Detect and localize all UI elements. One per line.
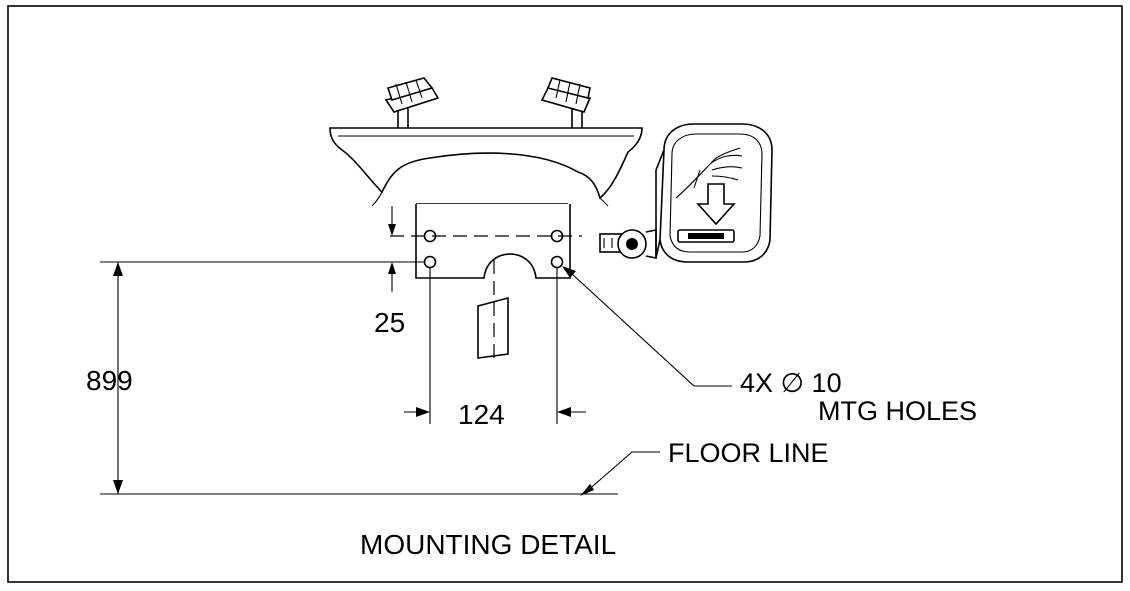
hand-pictogram-icon [675, 147, 743, 199]
spray-head-right-icon [540, 77, 592, 128]
mounting-hole-bottom-right [550, 255, 564, 269]
dimension-25-label: 25 [374, 307, 405, 338]
spray-head-left-icon [384, 77, 440, 128]
mounting-bracket [415, 203, 571, 279]
floor-line-leader [580, 451, 660, 496]
dimension-124-label: 124 [458, 399, 505, 430]
mounting-hole-bottom-left [423, 255, 437, 269]
dimension-124 [404, 268, 586, 424]
brand-badge [677, 229, 735, 243]
drawing-title: MOUNTING DETAIL [360, 529, 616, 560]
mounting-holes-callout-line1: 4X ∅ 10 [740, 368, 842, 398]
supply-pipe [477, 260, 509, 359]
floor-line-callout: FLOOR LINE [668, 438, 829, 468]
eyewash-bowl [329, 127, 643, 207]
dimension-899 [100, 261, 618, 495]
mounting-holes-leader [562, 266, 732, 387]
dimension-899-label: 899 [86, 365, 133, 396]
down-arrow-pictogram-icon [696, 183, 736, 226]
valve-assembly [599, 229, 657, 259]
drawing-frame [7, 5, 1123, 583]
mounting-holes-callout-line2: MTG HOLES [818, 396, 977, 426]
